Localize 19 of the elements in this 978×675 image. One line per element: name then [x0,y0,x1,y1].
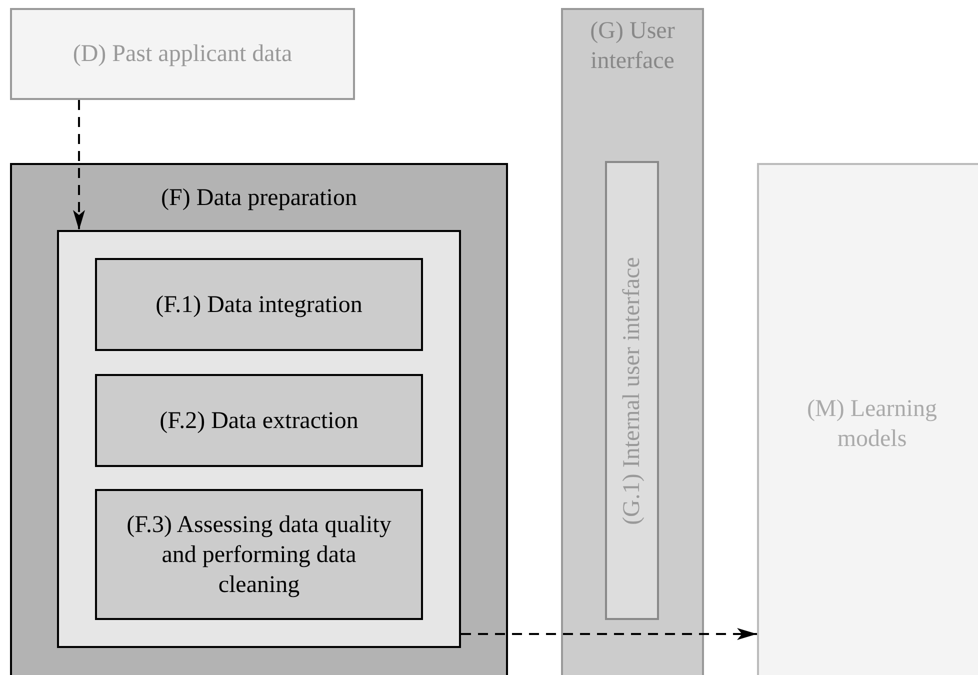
interface-panel [561,8,704,675]
node-label: (G.1) Internal user interface [618,256,646,524]
node-label: (F.3) Assessing data quality and performing data cleaning [126,510,392,600]
process-container [57,230,461,648]
node-label: (M) Learning models [806,395,938,454]
process-box [95,374,423,467]
process-box [95,258,423,351]
node-label: (F.2) Data extraction [158,406,360,436]
model-box [757,163,978,675]
node-label: (F) Data preparation [160,184,358,213]
process-group [10,163,508,675]
data-source-box [10,8,355,100]
arrow [461,628,757,640]
process-box [95,489,423,620]
node-label: (D) Past applicant data [72,40,294,69]
interface-box [605,161,659,620]
node-label: (F.1) Data integration [154,290,364,320]
arrow [73,100,85,230]
node-label: (G) User interface [589,17,676,76]
